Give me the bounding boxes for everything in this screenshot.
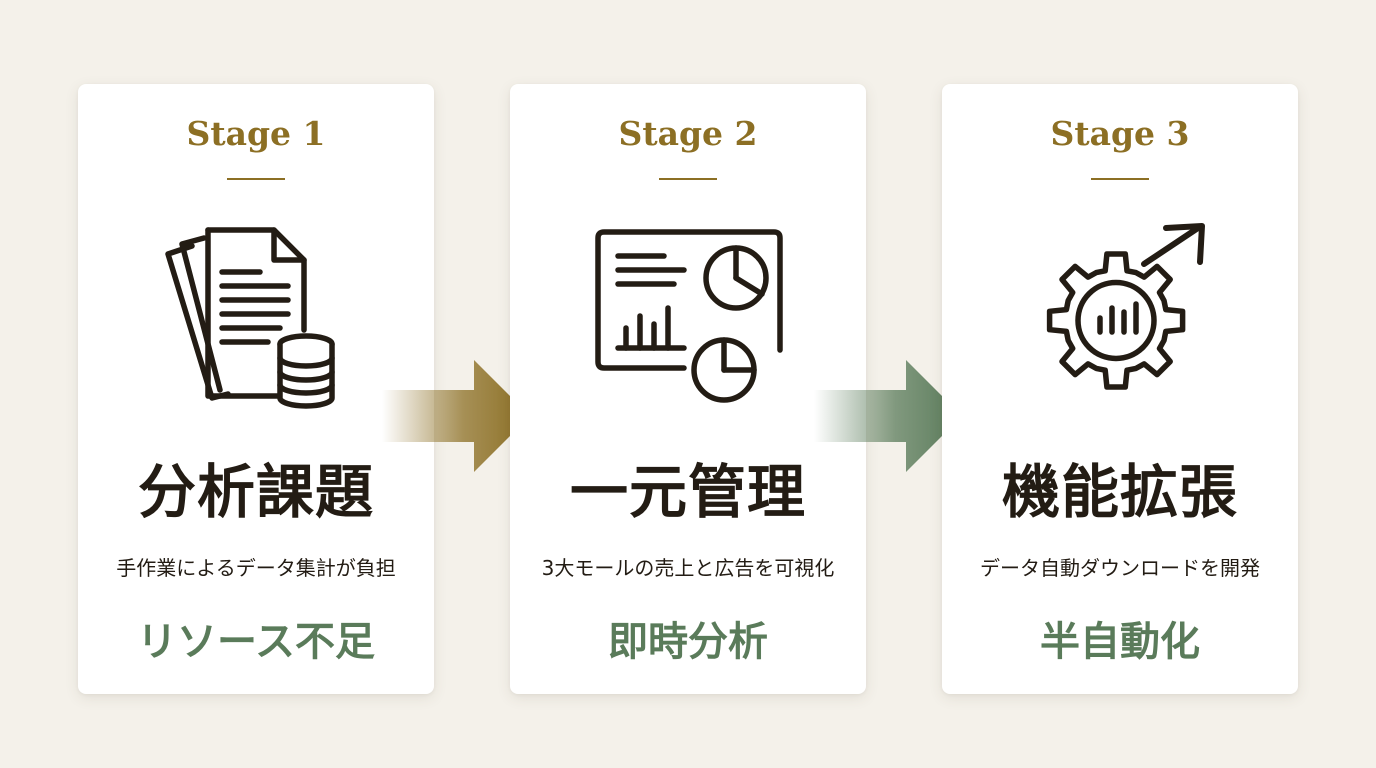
stage-title: 分析課題 xyxy=(137,458,374,526)
stage-card-1: Stage 1 分析課題 手作業によるデータ集計が負担 リソース不足 xyxy=(78,84,434,694)
stage-description: データ自動ダウンロードを開発 xyxy=(980,556,1260,580)
documents-database-icon xyxy=(156,220,356,420)
stage-divider xyxy=(227,178,285,180)
stage-title: 機能拡張 xyxy=(1001,458,1238,526)
stage-title: 一元管理 xyxy=(569,458,806,526)
stage-card-3: Stage 3 機能拡張 データ自動ダウンロードを開発 半自動化 xyxy=(942,84,1298,694)
stage-divider xyxy=(659,178,717,180)
dashboard-chart-icon xyxy=(588,220,788,420)
stage-card-2: Stage 2 一元管理 3大モールの売上と広告を可視化 即時分析 xyxy=(510,84,866,694)
stage-divider xyxy=(1091,178,1149,180)
gear-growth-icon xyxy=(1020,220,1220,420)
stage-result: 即時分析 xyxy=(608,619,768,665)
stage-label: Stage 1 xyxy=(186,114,326,153)
arrow-right-icon xyxy=(382,360,532,472)
stage-result: リソース不足 xyxy=(137,619,375,665)
stage-label: Stage 2 xyxy=(618,114,758,153)
arrow-right-icon xyxy=(814,360,964,472)
stage-label: Stage 3 xyxy=(1050,114,1190,153)
stage-description: 3大モールの売上と広告を可視化 xyxy=(541,556,835,580)
stage-description: 手作業によるデータ集計が負担 xyxy=(116,556,396,580)
stage-result: 半自動化 xyxy=(1040,619,1200,665)
